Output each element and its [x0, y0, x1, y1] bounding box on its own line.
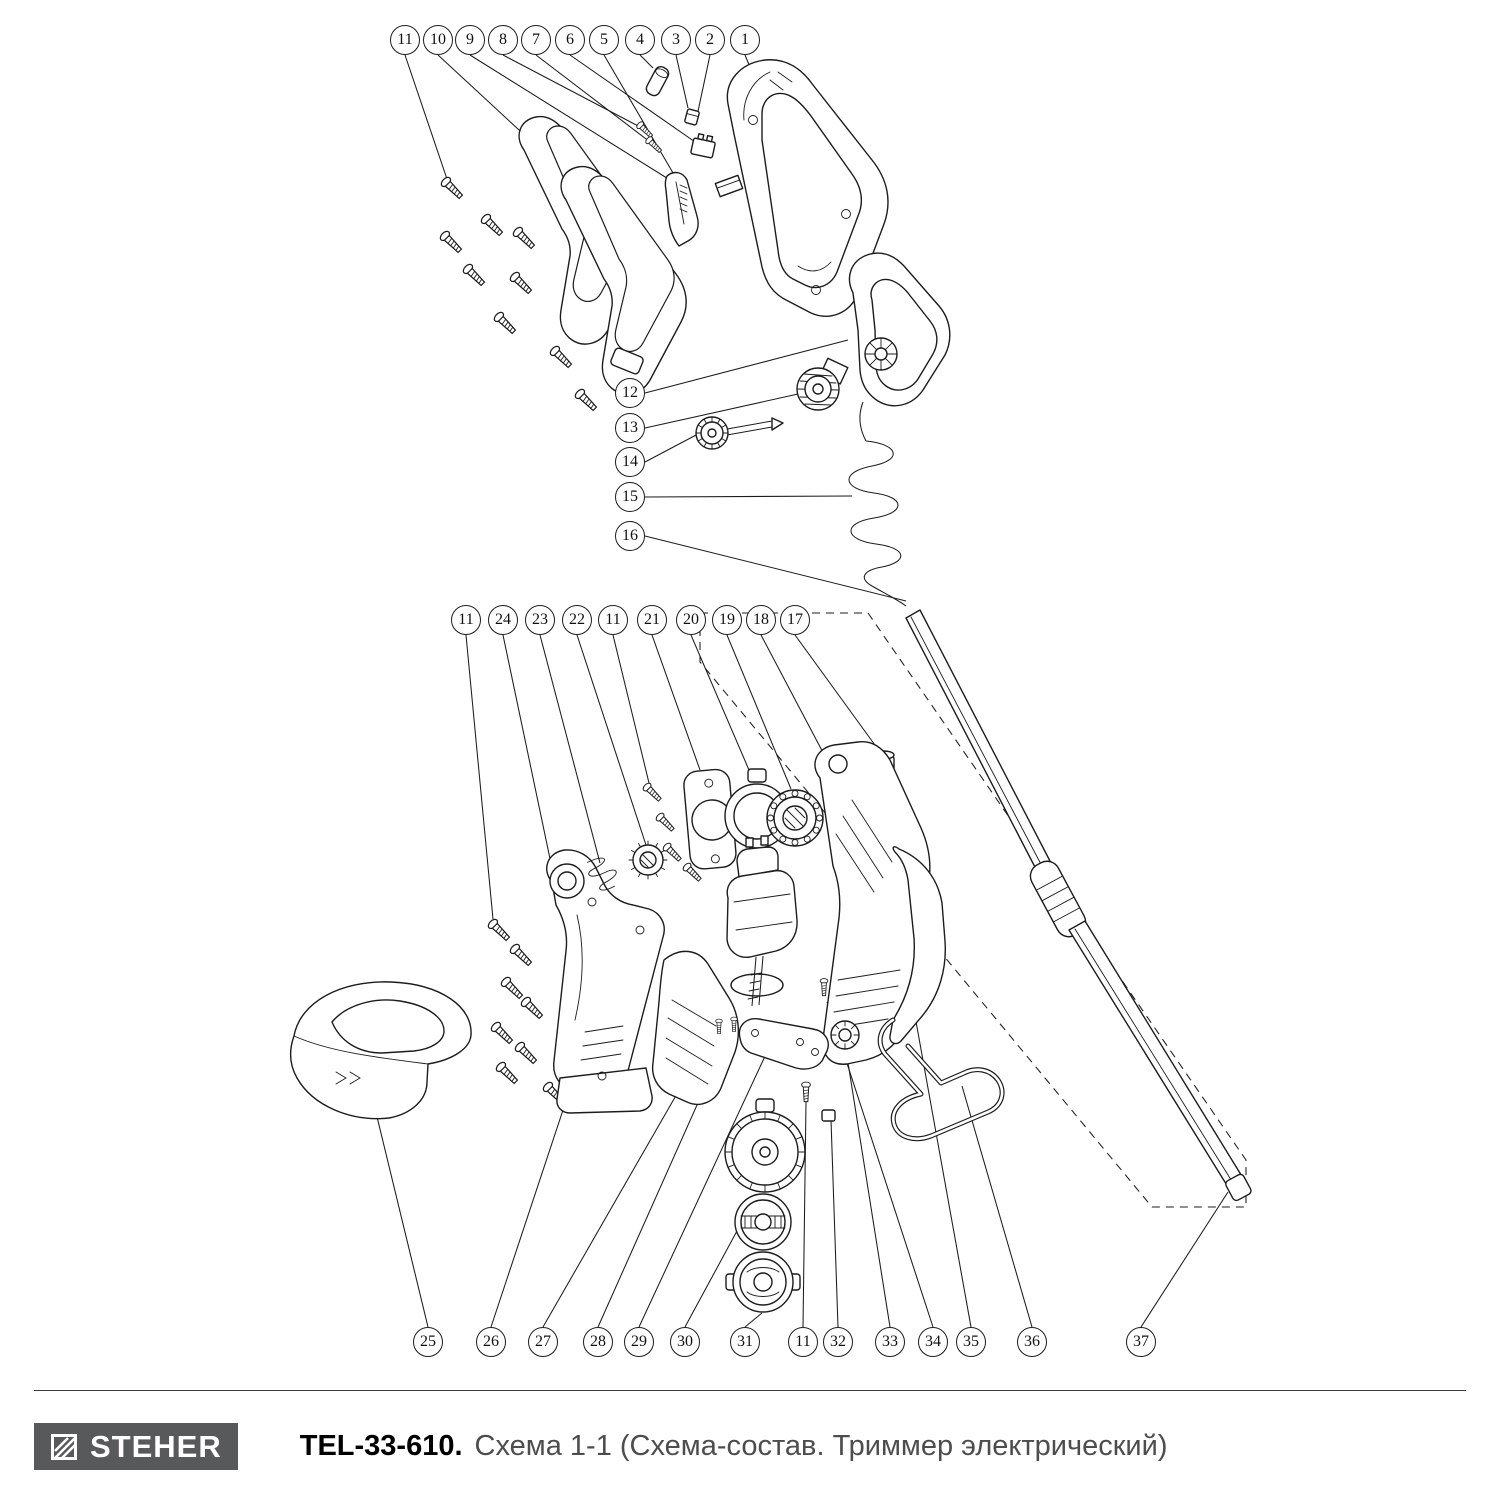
electric-motor: [726, 835, 798, 1007]
callout-18-24: 18: [746, 605, 776, 635]
safety-guard: [289, 981, 472, 1120]
star-knob: [864, 337, 898, 371]
callout-12-11: 12: [615, 378, 645, 408]
speed-dial: [796, 357, 849, 411]
callout-24-17: 24: [488, 605, 518, 635]
callout-23-18: 23: [525, 605, 555, 635]
callout-10-1: 10: [423, 25, 453, 55]
callout-25-26: 25: [413, 1327, 443, 1357]
callout-34-36: 34: [918, 1327, 948, 1357]
spool-cover: [725, 1251, 801, 1313]
callout-36-38: 36: [1017, 1327, 1047, 1357]
callout-33-35: 33: [875, 1327, 905, 1357]
callout-26-27: 26: [476, 1327, 506, 1357]
callout-13-12: 13: [615, 413, 645, 443]
callout-16-15: 16: [615, 521, 645, 551]
power-switch: [690, 133, 716, 159]
callout-19-23: 19: [712, 605, 742, 635]
callout-4-7: 4: [625, 25, 655, 55]
callout-3-8: 3: [661, 25, 691, 55]
callout-30-31: 30: [670, 1327, 700, 1357]
callout-2-9: 2: [695, 25, 725, 55]
rear-grip-housing: [848, 252, 951, 407]
line-spool: [734, 1193, 792, 1251]
callout-37-39: 37: [1126, 1327, 1156, 1357]
aux-loop-handle: [518, 115, 687, 395]
steher-logo: STEHER: [34, 1423, 238, 1470]
motor-housing-left: [546, 849, 665, 1114]
callout-11-0: 11: [390, 25, 420, 55]
fan-wheel: [724, 1098, 806, 1193]
scheme-title: Схема 1-1 (Схема-состав. Триммер электри…: [474, 1430, 1168, 1462]
side-vent-cover: [651, 950, 740, 1106]
toothed-ring: [628, 840, 668, 880]
ribbed-nut: [830, 1020, 860, 1050]
footer-divider: [34, 1390, 1466, 1391]
coiled-cord: [848, 401, 907, 607]
callout-8-3: 8: [488, 25, 518, 55]
trigger-spring: [679, 184, 688, 213]
callout-32-34: 32: [823, 1327, 853, 1357]
spring: [587, 857, 617, 891]
callout-11-20: 11: [598, 605, 628, 635]
main-handle-housing: [726, 59, 889, 317]
ball-bearing: [766, 789, 824, 847]
callout-31-32: 31: [730, 1327, 760, 1357]
brand-name: STEHER: [90, 1428, 222, 1464]
callout-7-4: 7: [521, 25, 551, 55]
callout-28-29: 28: [583, 1327, 613, 1357]
scheme-caption: TEL-33-610. Схема 1-1 (Схема-состав. Трим…: [300, 1430, 1168, 1463]
callout-35-37: 35: [956, 1327, 986, 1357]
hatched-square-icon: [51, 1433, 77, 1460]
callout-9-2: 9: [455, 25, 485, 55]
exploded-drawing: [289, 54, 1252, 1328]
callout-11-16: 11: [451, 605, 481, 635]
plant-guard-wire: [877, 1017, 1005, 1142]
model-number: TEL-33-610.: [299, 1430, 463, 1462]
callout-14-13: 14: [615, 447, 645, 477]
handle-knob-bolt: [695, 416, 784, 450]
callout-5-6: 5: [589, 25, 619, 55]
clamp-bracket: [683, 768, 737, 870]
callout-20-22: 20: [676, 605, 706, 635]
callout-29-30: 29: [624, 1327, 654, 1357]
shaft-assembly-dashed-outline: [699, 612, 1247, 1208]
callout-1-10: 1: [730, 25, 760, 55]
callout-17-25: 17: [780, 605, 810, 635]
callout-22-19: 22: [562, 605, 592, 635]
switch-parts: [645, 66, 744, 247]
shaft-tube: [905, 609, 1252, 1202]
callout-11-33: 11: [788, 1327, 818, 1357]
small-cap: [821, 1109, 836, 1122]
footer: STEHER TEL-33-610. Схема 1-1 (Схема-соста…: [0, 1390, 1500, 1470]
housing-outer-shell: [889, 846, 946, 1045]
mounting-plate: [715, 978, 836, 1122]
callout-6-5: 6: [555, 25, 585, 55]
callout-15-14: 15: [615, 482, 645, 512]
callout-27-28: 27: [528, 1327, 558, 1357]
callout-21-21: 21: [637, 605, 667, 635]
